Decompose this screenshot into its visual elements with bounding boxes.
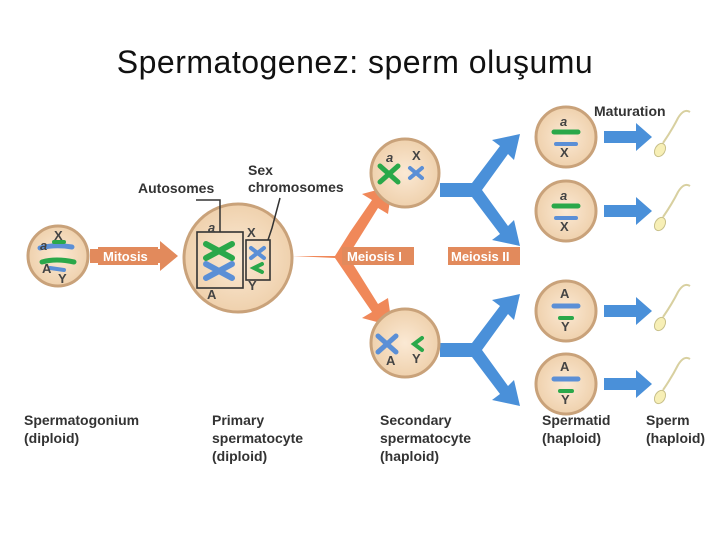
spermatid-2	[534, 179, 598, 243]
page-title: Spermatogenez: sperm oluşumu	[116, 44, 594, 80]
stage-spermatogonium-line1: Spermatogonium	[24, 412, 139, 428]
meiosis-ii-label-box	[448, 247, 520, 265]
maturation-arrows	[604, 123, 652, 398]
sperm-cells	[653, 109, 691, 405]
meiosis-ii-upper-branch-arrow	[440, 134, 520, 246]
sex-label-line2: chromosomes	[248, 179, 344, 195]
spermatid-3	[534, 279, 598, 343]
spermatid-4-y: Y	[561, 392, 570, 407]
secondary-lower-allele-A: A	[386, 353, 396, 368]
stage-secondary-line2: spermatocyte	[380, 430, 471, 446]
stage-secondary-line1: Secondary	[380, 412, 452, 428]
spermatid-1-x: X	[560, 145, 569, 160]
meiosis-ii-lower-branch-arrow	[440, 294, 520, 406]
meiosis-i-label: Meiosis I	[347, 249, 402, 264]
spermatid-4-allele-A: A	[560, 359, 570, 374]
maturation-label: Maturation	[594, 103, 666, 119]
spermatid-2-x: X	[560, 219, 569, 234]
spermatogonium-allele-A: A	[42, 261, 52, 276]
secondary-upper-allele-a: a	[386, 150, 393, 165]
stage-primary-line3: (diploid)	[212, 448, 267, 464]
mitosis-label: Mitosis	[103, 249, 148, 264]
maturation-arrow-1	[604, 123, 652, 151]
primary-allele-a: a	[208, 220, 215, 235]
secondary-spermatocyte-upper-cell	[369, 137, 441, 209]
spermatid-4	[534, 352, 598, 416]
sex-label-line1: Sex	[248, 162, 273, 178]
stage-spermatid-line1: Spermatid	[542, 412, 610, 428]
meiosis-ii-label: Meiosis II	[451, 249, 510, 264]
sperm-1	[653, 109, 691, 158]
spermatogonium-allele-a: a	[40, 238, 47, 253]
spermatid-3-allele-A: A	[560, 286, 570, 301]
secondary-lower-y: Y	[412, 351, 421, 366]
sex-leader	[267, 197, 281, 241]
sex-chromosome-box	[245, 239, 271, 281]
spermatid-2-allele-a: a	[560, 188, 567, 203]
primary-y: Y	[248, 278, 257, 293]
secondary-upper-x: X	[412, 148, 421, 163]
sperm-2	[653, 183, 691, 232]
spermatogonium-cell	[26, 224, 90, 288]
spermatogonium-x: X	[54, 228, 63, 243]
meiosis-i-label-box	[342, 247, 414, 265]
spermatogonium-y: Y	[58, 271, 67, 286]
stage-secondary-line3: (haploid)	[380, 448, 439, 464]
stage-sperm-line1: Sperm	[646, 412, 690, 428]
autosomes-label: Autosomes	[138, 180, 214, 196]
maturation-arrow-4	[604, 370, 652, 398]
stage-primary-line1: Primary	[212, 412, 264, 428]
stage-spermatid-line2: (haploid)	[542, 430, 601, 446]
maturation-arrow-2	[604, 197, 652, 225]
primary-x: X	[247, 225, 256, 240]
secondary-spermatocyte-lower-cell	[369, 307, 441, 379]
sperm-3	[653, 283, 691, 332]
spermatid-1-allele-a: a	[560, 114, 567, 129]
spermatid-3-y: Y	[561, 319, 570, 334]
stage-sperm-line2: (haploid)	[646, 430, 705, 446]
primary-allele-A: A	[207, 287, 217, 302]
stage-spermatogonium-line2: (diploid)	[24, 430, 79, 446]
mitosis-label-box	[98, 247, 158, 265]
autosomes-leader	[196, 199, 221, 232]
sperm-4	[653, 356, 691, 405]
stage-primary-line2: spermatocyte	[212, 430, 303, 446]
spermatid-1	[534, 105, 598, 169]
maturation-arrow-3	[604, 297, 652, 325]
primary-spermatocyte-cell	[182, 202, 294, 314]
